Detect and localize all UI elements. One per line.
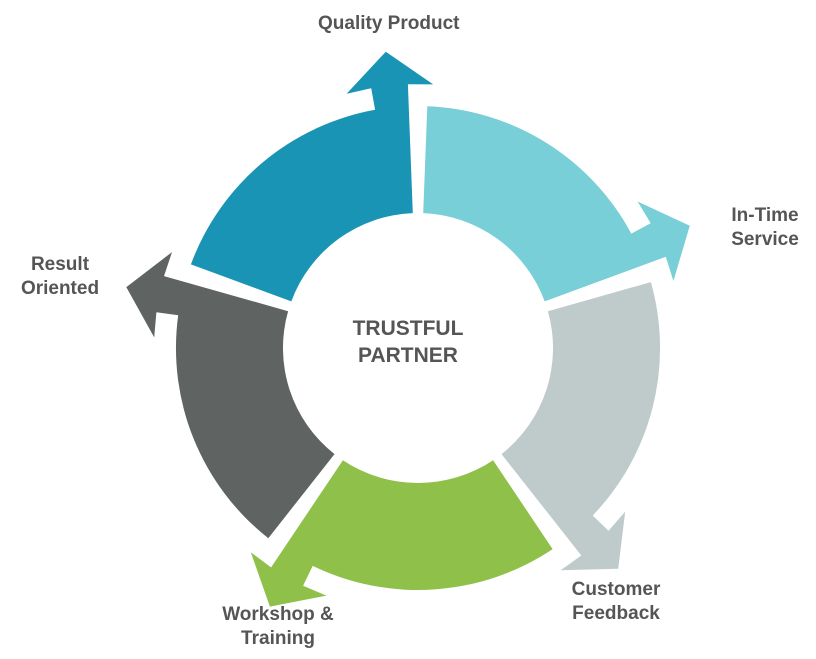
- label-quality-product: Quality Product: [318, 12, 459, 36]
- label-customer-feedback: Customer Feedback: [548, 578, 684, 626]
- segment-customer-feedback: [501, 282, 661, 571]
- label-customer-feedback-line2: Feedback: [572, 603, 660, 624]
- center-title-line1: TRUSTFUL: [352, 317, 464, 340]
- label-result-oriented-line2: Oriented: [20, 278, 100, 299]
- label-result-oriented: Result Oriented: [0, 253, 120, 301]
- label-workshop-training: Workshop & Training: [198, 603, 358, 651]
- segments-layer: [126, 51, 690, 607]
- segment-workshop-training: [250, 460, 553, 607]
- center-title: TRUSTFUL PARTNER: [308, 315, 508, 369]
- label-result-oriented-line1: Result: [30, 254, 90, 275]
- label-quality-product-line1: Quality Product: [318, 13, 460, 34]
- segment-quality-product: [190, 51, 434, 302]
- label-in-time-service: In-Time Service: [708, 204, 816, 252]
- label-in-time-service-line2: Service: [731, 229, 799, 250]
- label-workshop-training-line2: Training: [241, 628, 315, 649]
- segment-result-oriented: [126, 252, 335, 539]
- label-workshop-training-line1: Workshop &: [222, 604, 334, 625]
- label-in-time-service-line1: In-Time: [731, 205, 799, 226]
- segment-in-time-service: [423, 106, 690, 302]
- label-customer-feedback-line1: Customer: [571, 579, 661, 600]
- center-title-line2: PARTNER: [358, 344, 458, 367]
